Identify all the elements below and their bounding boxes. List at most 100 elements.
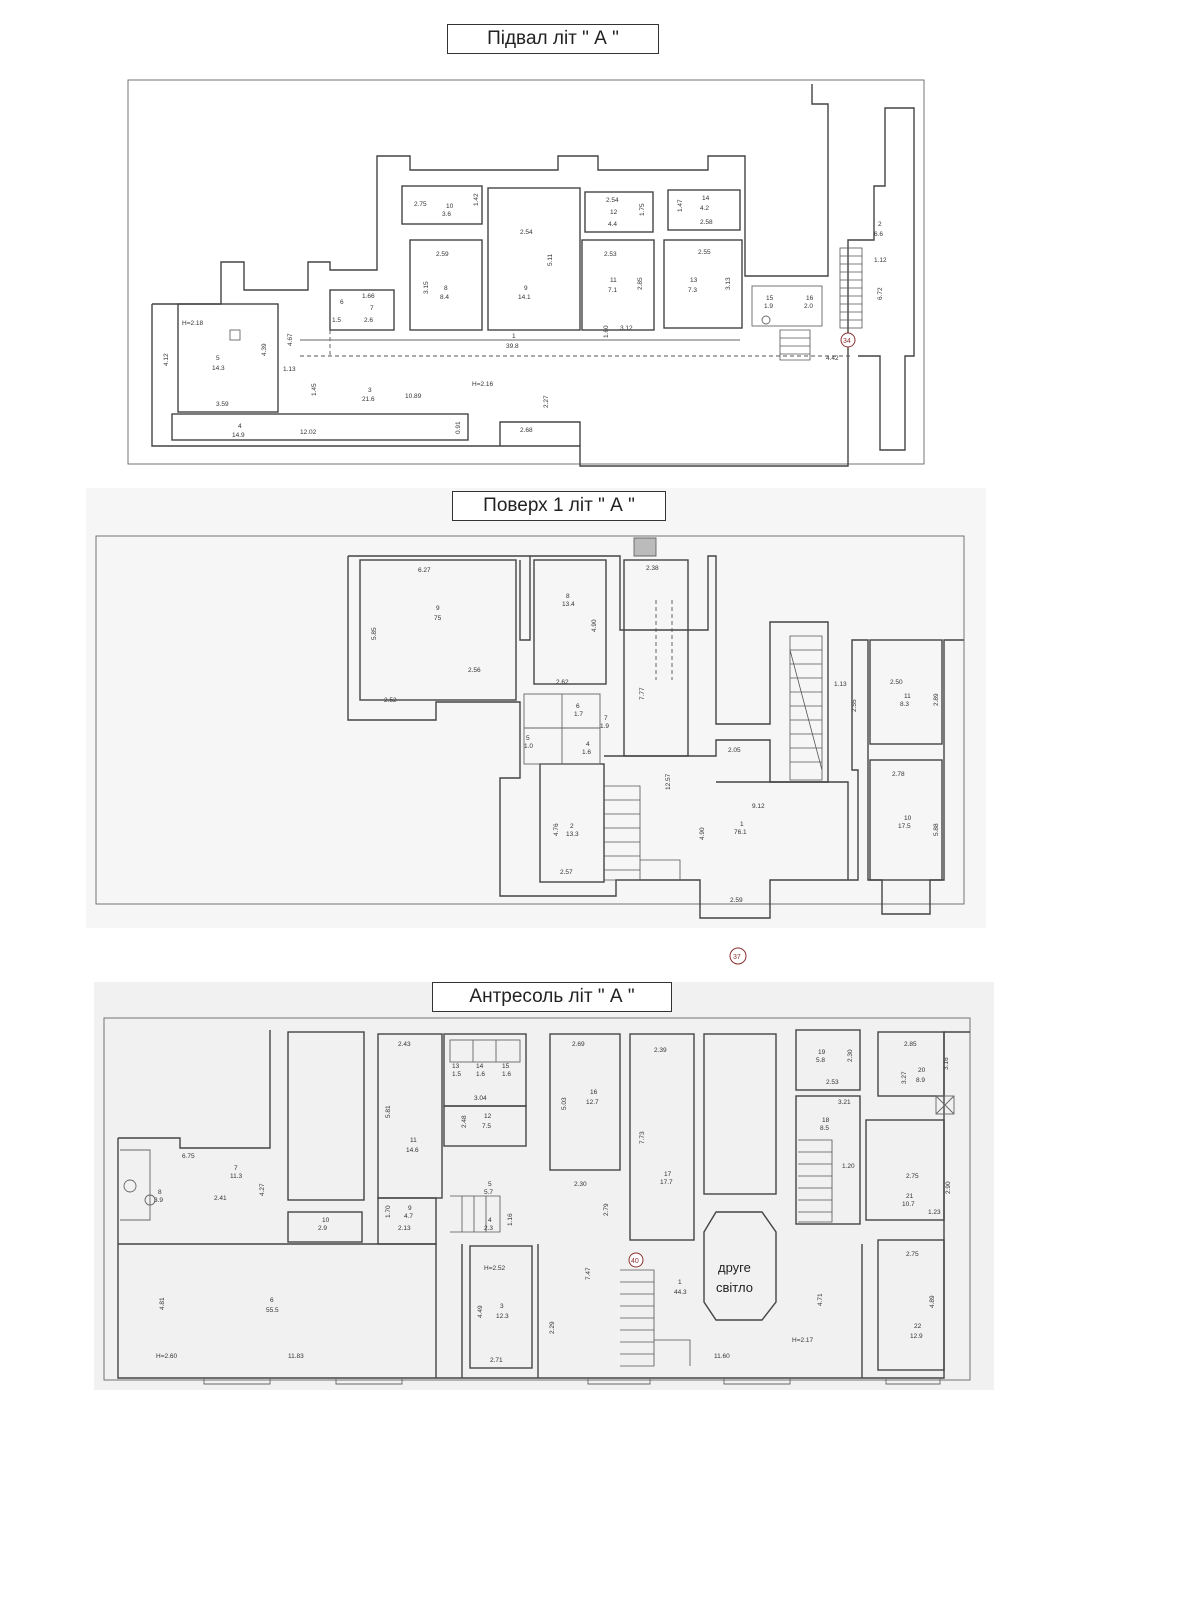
basement-room-4: [171, 413, 469, 441]
mezzanine-room-21: [865, 1119, 945, 1221]
svg-text:1.66: 1.66: [362, 293, 375, 300]
svg-text:2.27: 2.27: [543, 395, 550, 408]
svg-text:5: 5: [488, 1181, 492, 1188]
svg-text:7: 7: [370, 305, 374, 312]
floor1-room-9: [359, 559, 517, 701]
svg-text:4.42: 4.42: [826, 355, 839, 362]
svg-text:21: 21: [906, 1193, 914, 1200]
svg-text:4.2: 4.2: [700, 205, 709, 212]
svg-text:H=2.52: H=2.52: [484, 1265, 506, 1272]
svg-text:11.60: 11.60: [714, 1353, 730, 1360]
svg-text:12: 12: [610, 209, 618, 216]
svg-text:2.57: 2.57: [560, 869, 573, 876]
svg-text:4.4: 4.4: [608, 221, 617, 228]
svg-text:4: 4: [238, 423, 242, 430]
svg-text:1: 1: [678, 1279, 682, 1286]
svg-text:12.02: 12.02: [300, 429, 317, 436]
svg-text:4.12: 4.12: [163, 353, 170, 366]
svg-text:55.5: 55.5: [266, 1307, 279, 1314]
scan-band-floor1: [86, 488, 986, 928]
svg-text:5.11: 5.11: [547, 253, 554, 266]
svg-text:1.16: 1.16: [507, 1213, 514, 1226]
mezzanine-title: Антресоль літ " А ": [432, 982, 672, 1012]
floor1-room-8: [533, 559, 607, 685]
svg-text:6: 6: [576, 703, 580, 710]
svg-text:5.7: 5.7: [484, 1189, 493, 1196]
svg-text:2.30: 2.30: [574, 1181, 587, 1188]
svg-text:8.3: 8.3: [900, 701, 909, 708]
svg-text:4.67: 4.67: [287, 333, 294, 346]
svg-text:3.21: 3.21: [838, 1099, 851, 1106]
svg-text:8.9: 8.9: [916, 1077, 925, 1084]
svg-text:1.75: 1.75: [639, 203, 646, 216]
svg-text:10.7: 10.7: [902, 1201, 915, 1208]
svg-text:15: 15: [502, 1063, 510, 1070]
svg-text:14.1: 14.1: [518, 294, 531, 301]
svg-text:20: 20: [918, 1067, 926, 1074]
second-light-label-1: друге: [718, 1260, 751, 1275]
svg-text:H=2.60: H=2.60: [156, 1353, 178, 1360]
svg-text:2.38: 2.38: [646, 565, 659, 572]
svg-text:2.59: 2.59: [436, 251, 449, 258]
svg-text:39.8: 39.8: [506, 343, 519, 350]
svg-text:2.41: 2.41: [214, 1195, 227, 1202]
svg-text:2.69: 2.69: [572, 1041, 585, 1048]
svg-text:19: 19: [818, 1049, 826, 1056]
svg-text:2.54: 2.54: [606, 197, 619, 204]
svg-text:11.83: 11.83: [288, 1353, 304, 1360]
svg-text:3.27: 3.27: [901, 1071, 908, 1084]
svg-text:3: 3: [500, 1303, 504, 1310]
svg-text:5.85: 5.85: [371, 627, 378, 640]
svg-text:2.30: 2.30: [847, 1049, 854, 1062]
basement-marker: [840, 332, 856, 348]
svg-text:1.13: 1.13: [834, 681, 847, 688]
svg-text:3.6: 3.6: [442, 211, 451, 218]
svg-text:2.55: 2.55: [851, 699, 858, 712]
svg-text:11.3: 11.3: [230, 1173, 243, 1180]
svg-text:2.50: 2.50: [890, 679, 903, 686]
svg-text:5.88: 5.88: [933, 823, 940, 836]
svg-text:8.4: 8.4: [440, 294, 449, 301]
svg-text:2.79: 2.79: [603, 1203, 610, 1216]
svg-text:4.81: 4.81: [159, 1297, 166, 1310]
floor1-frame: [95, 535, 965, 905]
mezzanine-room-17: [629, 1033, 695, 1241]
svg-text:5.03: 5.03: [561, 1097, 568, 1110]
svg-text:6: 6: [340, 299, 344, 306]
svg-text:H=2.16: H=2.16: [472, 381, 494, 388]
basement-marker-label: 34: [843, 338, 851, 345]
mezzanine-room-22: [877, 1239, 945, 1371]
svg-text:1.12: 1.12: [874, 257, 887, 264]
svg-text:12: 12: [484, 1113, 492, 1120]
svg-text:76.1: 76.1: [734, 829, 747, 836]
mezzanine-room-19: [795, 1029, 861, 1091]
svg-text:13: 13: [452, 1063, 460, 1070]
svg-text:6.75: 6.75: [182, 1153, 195, 1160]
svg-text:3: 3: [368, 387, 372, 394]
mezzanine-marker: [628, 1252, 644, 1268]
svg-text:2.48: 2.48: [461, 1115, 468, 1128]
svg-text:7.47: 7.47: [585, 1267, 592, 1280]
svg-text:1.5: 1.5: [332, 317, 341, 324]
floor1-marker: [729, 947, 747, 965]
svg-text:15: 15: [766, 295, 774, 302]
svg-text:18: 18: [822, 1117, 830, 1124]
svg-text:16: 16: [590, 1089, 598, 1096]
svg-text:2.75: 2.75: [906, 1173, 919, 1180]
mezzanine-room-20: [877, 1031, 945, 1097]
svg-text:9.12: 9.12: [752, 803, 765, 810]
svg-text:1.6: 1.6: [502, 1071, 511, 1078]
basement-plan: H=2.18 5 14.3 3.59 4.12 4.39 4.67 1.13 4…: [127, 79, 925, 467]
svg-text:11: 11: [904, 693, 911, 700]
mezzanine-room-3: [469, 1245, 533, 1369]
floor1-room-10: [869, 759, 943, 881]
svg-text:0.91: 0.91: [455, 421, 462, 434]
svg-text:2: 2: [878, 221, 882, 228]
svg-text:75: 75: [434, 615, 442, 622]
svg-text:2.53: 2.53: [604, 251, 617, 258]
svg-text:5: 5: [216, 355, 220, 362]
svg-text:2.6: 2.6: [364, 317, 373, 324]
svg-text:2.43: 2.43: [398, 1041, 411, 1048]
basement-outer-wall: [151, 84, 915, 467]
